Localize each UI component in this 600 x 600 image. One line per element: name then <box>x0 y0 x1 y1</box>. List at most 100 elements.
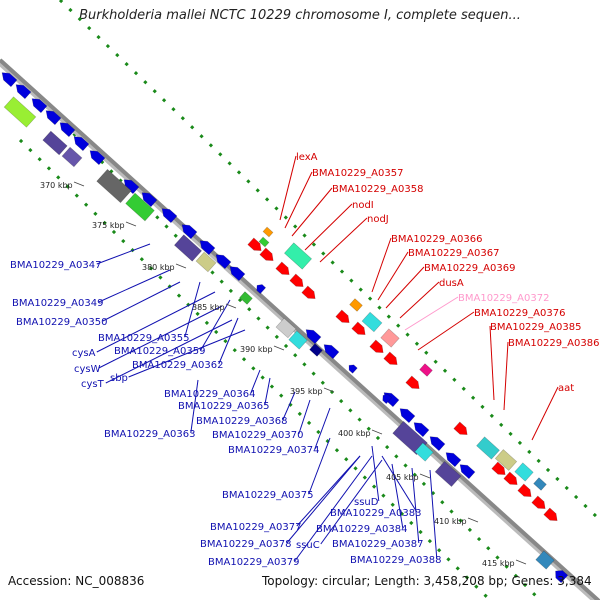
gene-label: BMA10229_A0366 <box>391 234 482 245</box>
tick-label: 415 kbp <box>482 559 515 568</box>
callout-line <box>291 187 333 237</box>
label-callouts: lexABMA10229_A0357BMA10229_A0358nodInodJ… <box>10 152 599 568</box>
gene-label: BMA10229_A0350 <box>16 317 107 328</box>
forward-gene <box>301 285 316 300</box>
gene-block-lime <box>3 96 37 128</box>
tick-mark <box>225 303 237 309</box>
gene-label: BMA10229_A0377 <box>210 522 301 533</box>
callout-line <box>377 251 409 301</box>
tick-mark <box>175 263 187 269</box>
forward-gene <box>335 309 350 324</box>
reverse-gene <box>413 422 430 438</box>
gene-label: BMA10229_A0386 <box>508 338 599 349</box>
callout-line <box>298 399 311 435</box>
gene-block-cyan <box>288 330 308 350</box>
reverse-gene <box>348 364 358 374</box>
forward-gene <box>491 461 506 476</box>
reverse-gene <box>215 254 232 270</box>
callout-line <box>391 463 404 529</box>
forward-gene <box>503 471 518 486</box>
gene-block-mint <box>283 242 313 270</box>
callout-line <box>98 269 171 303</box>
gene-label: BMA10229_A0387 <box>332 539 423 550</box>
forward-gene <box>531 495 546 510</box>
gene-block-cyan <box>414 442 434 462</box>
gene-label: BMA10229_A0385 <box>490 322 581 333</box>
gene-label: BMA10229_A0349 <box>12 298 103 309</box>
callout-line <box>308 437 331 495</box>
gene-block-green-small <box>258 236 270 248</box>
callout-line <box>282 391 296 421</box>
gene-label: ssuC <box>296 540 320 551</box>
gene-label: BMA10229_A0369 <box>424 263 515 274</box>
callout-line <box>381 455 418 513</box>
forward-gene <box>543 507 558 522</box>
forward-gene <box>405 375 420 390</box>
gene-block-cyan <box>514 462 534 482</box>
gene-block-orange <box>262 226 274 238</box>
callout-line <box>319 217 368 263</box>
gene-label: BMA10229_A0384 <box>316 524 407 535</box>
reverse-gene <box>305 329 322 345</box>
reverse-gene <box>15 84 32 100</box>
callout-line <box>371 237 392 293</box>
topology-summary: Topology: circular; Length: 3,458,208 bp… <box>262 574 592 588</box>
tick-label: 375 kbp <box>92 221 125 230</box>
gene-block-cyan <box>361 311 383 333</box>
callout-line <box>218 317 239 365</box>
tick-mark <box>515 559 527 565</box>
gene-label: BMA10229_A0376 <box>474 308 565 319</box>
tick-label: 400 kbp <box>338 429 371 438</box>
gene-label: cysA <box>72 348 96 359</box>
callout-line <box>304 203 353 251</box>
gene-label: cysT <box>81 379 105 390</box>
gene-label: BMA10229_A0355 <box>98 333 189 344</box>
gene-label: BMA10229_A0388 <box>350 555 441 566</box>
callout-line <box>385 266 425 309</box>
callout-line <box>314 407 331 450</box>
tick-mark <box>467 517 479 523</box>
gene-block-orange <box>349 298 363 312</box>
callout-line <box>250 369 261 394</box>
reverse-gene <box>31 98 48 114</box>
callout-line <box>417 311 475 351</box>
gene-label: BMA10229_A0363 <box>104 429 195 440</box>
gene-block-lightgray <box>275 317 297 339</box>
gene-block-steel <box>535 550 555 570</box>
gene-block-purple <box>434 461 462 487</box>
gene-label: BMA10229_A0375 <box>222 490 313 501</box>
callout-line <box>264 377 271 406</box>
gene-label: BMA10229_A0379 <box>208 557 299 568</box>
reverse-gene <box>459 464 476 480</box>
callout-line <box>429 469 438 560</box>
forward-gene <box>289 273 304 288</box>
reverse-gene <box>382 394 393 405</box>
gene-label: BMA10229_A0378 <box>200 539 291 550</box>
gene-label: dusA <box>439 278 464 289</box>
forward-gene <box>259 247 274 262</box>
tick-mark <box>419 473 431 479</box>
callout-line <box>200 299 231 351</box>
gene-block-steel <box>533 477 547 491</box>
callout-line <box>102 281 181 322</box>
tick-label: 405 kbp <box>386 473 419 482</box>
reverse-gene <box>399 408 416 424</box>
callout-line <box>371 445 380 502</box>
tick-label: 390 kbp <box>240 345 273 354</box>
callout-line <box>296 455 361 527</box>
gene-label: ssuD <box>354 497 379 508</box>
gene-label: BMA10229_A0370 <box>212 430 303 441</box>
accession-text: Accession: NC_008836 <box>8 574 145 588</box>
reverse-gene <box>73 136 90 152</box>
gene-block-purple <box>42 130 68 156</box>
gene-label: BMA10229_A0347 <box>10 260 101 271</box>
forward-gene <box>275 261 290 276</box>
gene-label: BMA10229_A0368 <box>196 416 287 427</box>
callout-line <box>128 329 246 378</box>
reverse-gene <box>181 224 198 240</box>
gene-block-magenta <box>419 363 433 377</box>
callout-line <box>190 379 199 434</box>
